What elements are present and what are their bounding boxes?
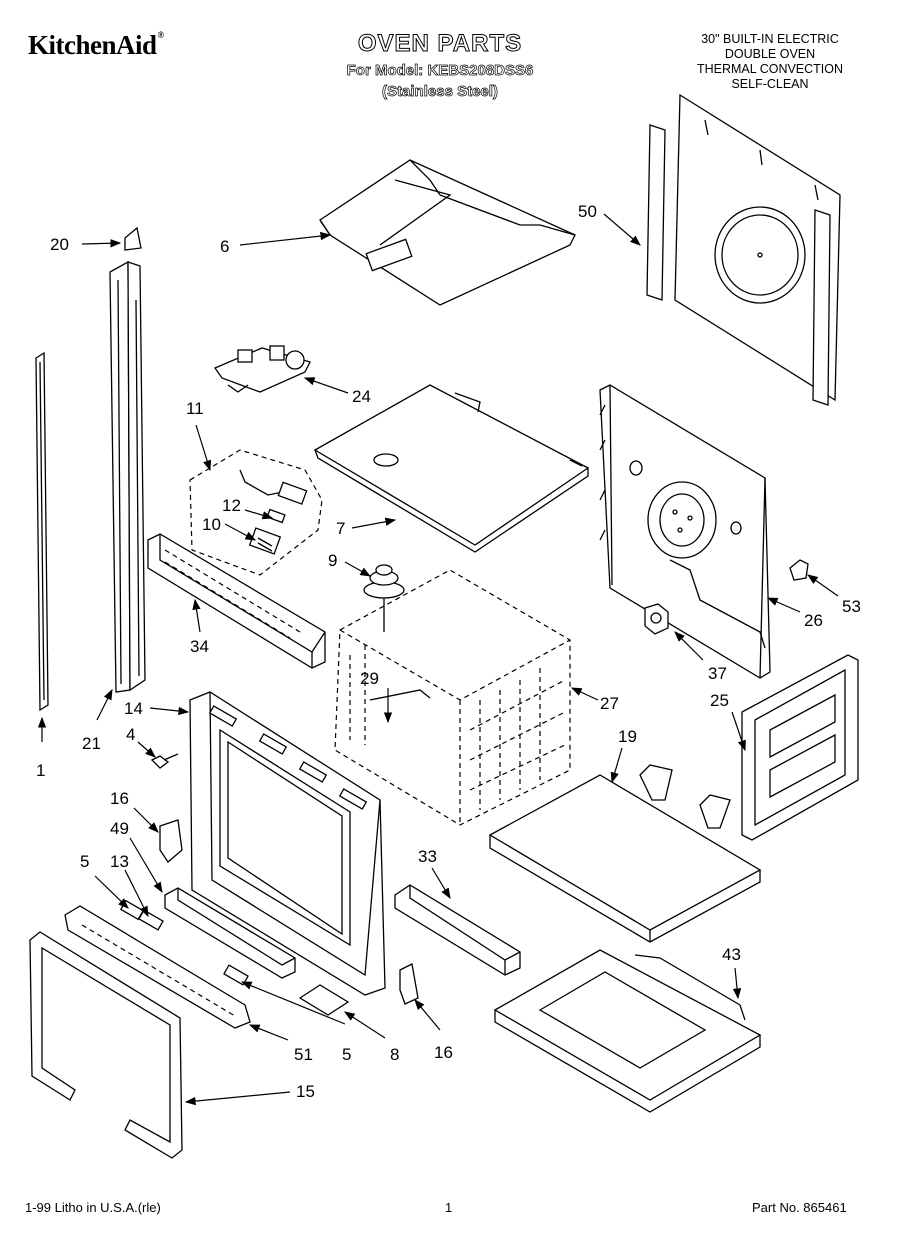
page-title: OVEN PARTS: [357, 30, 523, 58]
part-6-top-vent-duct: [319, 159, 576, 306]
callout-43: 43: [722, 945, 741, 964]
part-53-bracket: [789, 559, 809, 581]
callout-5-right: 5: [342, 1045, 352, 1064]
callout-51: 51: [294, 1045, 313, 1064]
part-21-side-trim: [109, 260, 146, 693]
description-line: DOUBLE OVEN: [724, 47, 816, 61]
model-line: For Model: KEBS208DSS6: [346, 62, 534, 80]
product-description: 30" BUILT-IN ELECTRIC DOUBLE OVEN THERMA…: [650, 32, 890, 92]
callout-26: 26: [804, 611, 823, 630]
footer-page-number: 1: [445, 1200, 453, 1215]
callout-21: 21: [82, 734, 101, 753]
callout-20: 20: [50, 235, 69, 254]
description-line: THERMAL CONVECTION: [696, 62, 844, 76]
callout-53: 53: [842, 597, 861, 616]
part-20-trim-cap: [124, 226, 142, 251]
part-26-convection-fan-housing: [599, 384, 771, 679]
callout-10: 10: [202, 515, 221, 534]
callout-1: 1: [36, 761, 46, 780]
part-34-vent-grille: [147, 533, 326, 669]
part-51-lower-vent: [64, 905, 251, 1029]
part-27-oven-cavity: [334, 569, 571, 826]
part-16-bracket-right: [399, 963, 419, 1005]
callout-7: 7: [336, 519, 346, 538]
callout-13: 13: [110, 852, 129, 871]
callout-50: 50: [578, 202, 597, 221]
callout-19: 19: [618, 727, 637, 746]
callout-37: 37: [708, 664, 727, 683]
part-9-convection-motor: [363, 564, 405, 632]
callout-33: 33: [418, 847, 437, 866]
part-50-rear-panel: [646, 93, 841, 406]
part-7-oven-top-panel: [313, 384, 590, 553]
callout-12: 12: [222, 496, 241, 515]
brand-mark: ®: [157, 30, 165, 40]
part-5-clip-right: [223, 964, 249, 986]
part-43-bottom-pan: [493, 949, 762, 1113]
part-19-oven-bottom-shelf: [488, 764, 762, 943]
description-line: SELF-CLEAN: [731, 77, 809, 91]
part-8-plate: [298, 984, 350, 1016]
part-37-thermal-cutoff: [644, 603, 669, 635]
callout-11: 11: [186, 399, 204, 418]
callout-25: 25: [710, 691, 729, 710]
callout-9: 9: [328, 551, 338, 570]
part-4-screw: [150, 753, 179, 769]
callout-leaders: [37, 213, 839, 1106]
callout-15: 15: [296, 1082, 315, 1101]
part-49-lower-trim: [164, 887, 296, 979]
callout-34: 34: [190, 637, 209, 656]
callout-29: 29: [360, 669, 379, 688]
callout-27: 27: [600, 694, 619, 713]
brand-name: KitchenAid: [28, 30, 157, 60]
brand-logo: KitchenAid®: [28, 30, 164, 61]
callout-16-right: 16: [434, 1043, 453, 1062]
footer-litho: 1-99 Litho in U.S.A.(rle): [25, 1200, 161, 1215]
part-15-door-gasket: [29, 931, 183, 1159]
callout-16-left: 16: [110, 789, 129, 808]
part-33-rail: [394, 884, 521, 976]
part-16-bracket-left: [159, 819, 183, 863]
part-24-switch-assembly: [214, 345, 311, 393]
callout-49: 49: [110, 819, 129, 838]
part-1-vertical-trim: [35, 351, 49, 712]
callout-14: 14: [124, 699, 143, 718]
callout-5-left: 5: [80, 852, 90, 871]
model-info: For Model: KEBS208DSS6 (Stainless Steel): [300, 60, 580, 102]
description-line: 30" BUILT-IN ELECTRIC: [701, 32, 839, 46]
callout-24: 24: [352, 387, 371, 406]
callout-8: 8: [390, 1045, 400, 1064]
callout-6: 6: [220, 237, 230, 256]
part-14-front-frame: [189, 691, 386, 996]
part-13-clip: [138, 909, 164, 931]
part-25-side-panel: [741, 654, 859, 841]
model-finish: (Stainless Steel): [382, 83, 499, 101]
callout-4: 4: [126, 725, 136, 744]
part-11-wiring-kit: [189, 449, 323, 576]
footer-part-number: Part No. 865461: [752, 1200, 847, 1215]
